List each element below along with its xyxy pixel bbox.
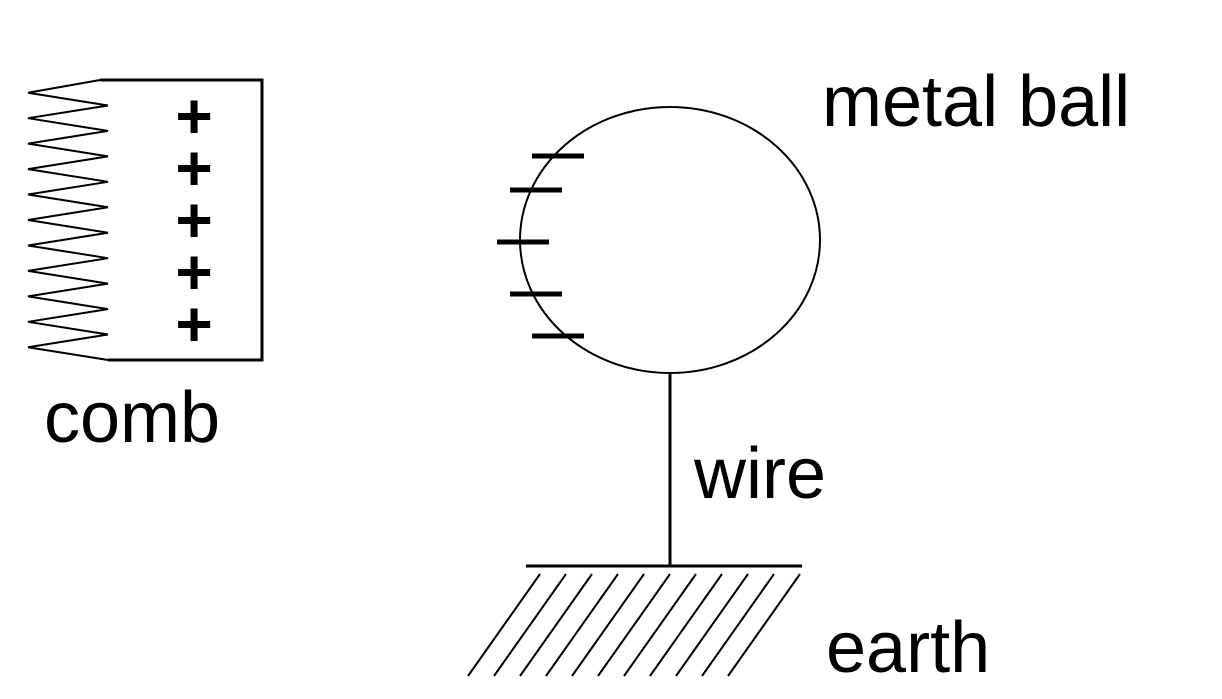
comb: + + + + + comb	[27, 78, 264, 458]
earth-hatch-line	[519, 573, 593, 677]
earth-hatch-line	[467, 573, 541, 677]
comb-charge-sign: +	[175, 132, 212, 204]
metal-ball-outline	[519, 106, 821, 374]
earth-hatch-line	[649, 573, 723, 677]
comb-charge-sign: +	[175, 80, 212, 152]
ball-negative-charges	[497, 153, 584, 339]
comb-charge-sign: +	[175, 184, 212, 256]
earth-hatch-line	[727, 573, 801, 677]
comb-teeth	[27, 79, 109, 361]
earth-hatch-line	[493, 573, 567, 677]
earth: earth	[467, 564, 990, 688]
earth-hatch-line	[675, 573, 749, 677]
comb-charge-sign: +	[175, 236, 212, 308]
metal-ball: metal ball	[497, 62, 1130, 374]
metal-ball-label: metal ball	[822, 62, 1130, 142]
earth-hatch-line	[597, 573, 671, 677]
earth-label: earth	[826, 608, 990, 688]
comb-label: comb	[44, 378, 220, 458]
earth-hatch-line	[571, 573, 645, 677]
earth-hatch-line	[545, 573, 619, 677]
earth-hatch-line	[701, 573, 775, 677]
wire: wire	[668, 373, 826, 566]
comb-body-outline	[100, 78, 264, 362]
wire-label: wire	[693, 434, 826, 514]
comb-positive-charges: + + + + +	[175, 80, 212, 360]
earth-hatch-line	[623, 573, 697, 677]
comb-charge-sign: +	[175, 288, 212, 360]
earth-hatching	[467, 573, 801, 677]
